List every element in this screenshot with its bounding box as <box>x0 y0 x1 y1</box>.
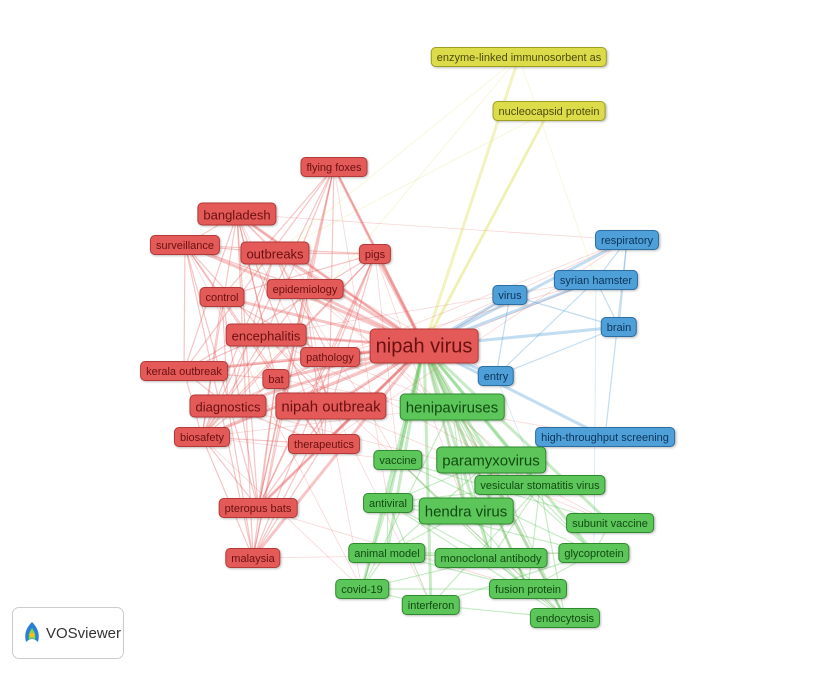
network-edge <box>183 244 186 372</box>
network-edge <box>221 296 229 407</box>
network-edge <box>256 344 426 510</box>
node-malaysia[interactable]: malaysia <box>225 548 281 568</box>
node-pathology[interactable]: pathology <box>300 347 360 367</box>
vosviewer-logo: VOSviewer <box>12 607 124 659</box>
network-edge <box>236 213 628 241</box>
network-edge <box>257 345 425 509</box>
node-antiviral[interactable]: antiviral <box>363 493 413 513</box>
node-encephalitis[interactable]: encephalitis <box>225 323 307 347</box>
node-control[interactable]: control <box>199 287 245 307</box>
vosviewer-logo-label: VOSviewer <box>46 624 122 642</box>
node-kerala-outbreak[interactable]: kerala outbreak <box>140 361 228 381</box>
network-edge <box>386 345 426 504</box>
node-epidemiology[interactable]: epidemiology <box>266 279 344 299</box>
node-vaccine[interactable]: vaccine <box>373 450 423 470</box>
network-edge <box>236 213 259 509</box>
network-edge <box>274 110 550 254</box>
network-edge <box>495 326 620 377</box>
node-respiratory[interactable]: respiratory <box>595 230 659 250</box>
network-edge <box>265 334 566 619</box>
network-edge <box>361 459 399 590</box>
node-animal-model[interactable]: animal model <box>348 543 426 563</box>
network-edge <box>527 484 541 590</box>
network-edge <box>183 253 376 372</box>
node-nipah-outbreak[interactable]: nipah outbreak <box>275 392 387 420</box>
node-diagnostics[interactable]: diagnostics <box>189 394 267 418</box>
network-edge <box>333 166 566 619</box>
network-edge <box>423 345 467 512</box>
network-edge <box>257 378 277 509</box>
network-edge <box>422 345 468 512</box>
network-edge <box>221 253 376 298</box>
node-biosafety[interactable]: biosafety <box>173 427 231 447</box>
node-nucleocapsid-protein[interactable]: nucleocapsid protein <box>492 101 606 121</box>
network-edge <box>257 253 376 509</box>
node-glycoprotein[interactable]: glycoprotein <box>558 543 630 563</box>
network-edge <box>184 244 277 380</box>
node-syrian-hamster[interactable]: syrian hamster <box>553 270 639 290</box>
node-surveillance[interactable]: surveillance <box>149 235 221 255</box>
network-edge <box>227 405 254 559</box>
network-edge <box>451 406 492 559</box>
node-virus[interactable]: virus <box>492 285 528 305</box>
network-edge <box>490 484 541 559</box>
node-henipaviruses[interactable]: henipaviruses <box>399 393 505 421</box>
network-edge <box>221 166 335 298</box>
node-outbreaks[interactable]: outbreaks <box>240 241 310 265</box>
node-vesicular-stomatitis-virus[interactable]: vesicular stomatitis virus <box>474 475 606 495</box>
node-subunit-vaccine[interactable]: subunit vaccine <box>566 513 654 533</box>
network-edge <box>385 345 426 554</box>
node-entry[interactable]: entry <box>477 366 515 386</box>
vosviewer-logo-icon <box>25 622 39 642</box>
node-fusion-protein[interactable]: fusion protein <box>488 579 568 599</box>
network-edge <box>422 110 551 347</box>
network-edge <box>330 253 376 407</box>
network-edge <box>252 405 332 559</box>
node-bangladesh[interactable]: bangladesh <box>197 202 277 226</box>
network-edge <box>257 405 332 509</box>
network-edge <box>265 279 597 336</box>
network-edge <box>236 213 267 336</box>
network-edge <box>329 253 376 358</box>
network-edge <box>495 279 597 377</box>
node-brain[interactable]: brain <box>600 317 638 337</box>
node-endocytosis[interactable]: endocytosis <box>529 608 601 628</box>
node-hendra-virus[interactable]: hendra virus <box>418 497 514 525</box>
network-edge <box>252 166 335 559</box>
network-edge <box>201 436 254 559</box>
network-edge <box>252 378 277 559</box>
node-flying-foxes[interactable]: flying foxes <box>300 157 368 177</box>
network-edge <box>423 110 550 347</box>
network-edge <box>518 56 597 281</box>
network-edge <box>430 484 541 606</box>
node-monoclonal-antibody[interactable]: monoclonal antibody <box>434 548 548 568</box>
node-pteropus-bats[interactable]: pteropus bats <box>218 498 298 518</box>
node-covid-19[interactable]: covid-19 <box>335 579 389 599</box>
network-edge <box>422 345 433 606</box>
node-pigs[interactable]: pigs <box>358 244 392 264</box>
network-edge <box>329 166 335 358</box>
node-bat[interactable]: bat <box>262 369 290 389</box>
network-edge <box>333 166 389 504</box>
node-therapeutics[interactable]: therapeutics <box>288 434 360 454</box>
network-edge <box>495 294 511 377</box>
network-edge <box>201 334 267 438</box>
network-edge <box>304 166 335 290</box>
node-paramyxovirus[interactable]: paramyxovirus <box>436 446 546 474</box>
network-edge <box>593 279 597 554</box>
network-edge <box>201 436 259 509</box>
network-edge <box>183 166 335 372</box>
network-edge <box>201 166 335 438</box>
network-edge <box>274 252 331 358</box>
node-enzyme-linked-immunosorbent-assay[interactable]: enzyme-linked immunosorbent as <box>430 47 608 67</box>
node-interferon[interactable]: interferon <box>401 595 461 615</box>
node-high-throughput-screening[interactable]: high-throughput screening <box>535 427 675 447</box>
network-edge <box>257 356 331 509</box>
node-nipah-virus[interactable]: nipah virus <box>369 328 479 364</box>
